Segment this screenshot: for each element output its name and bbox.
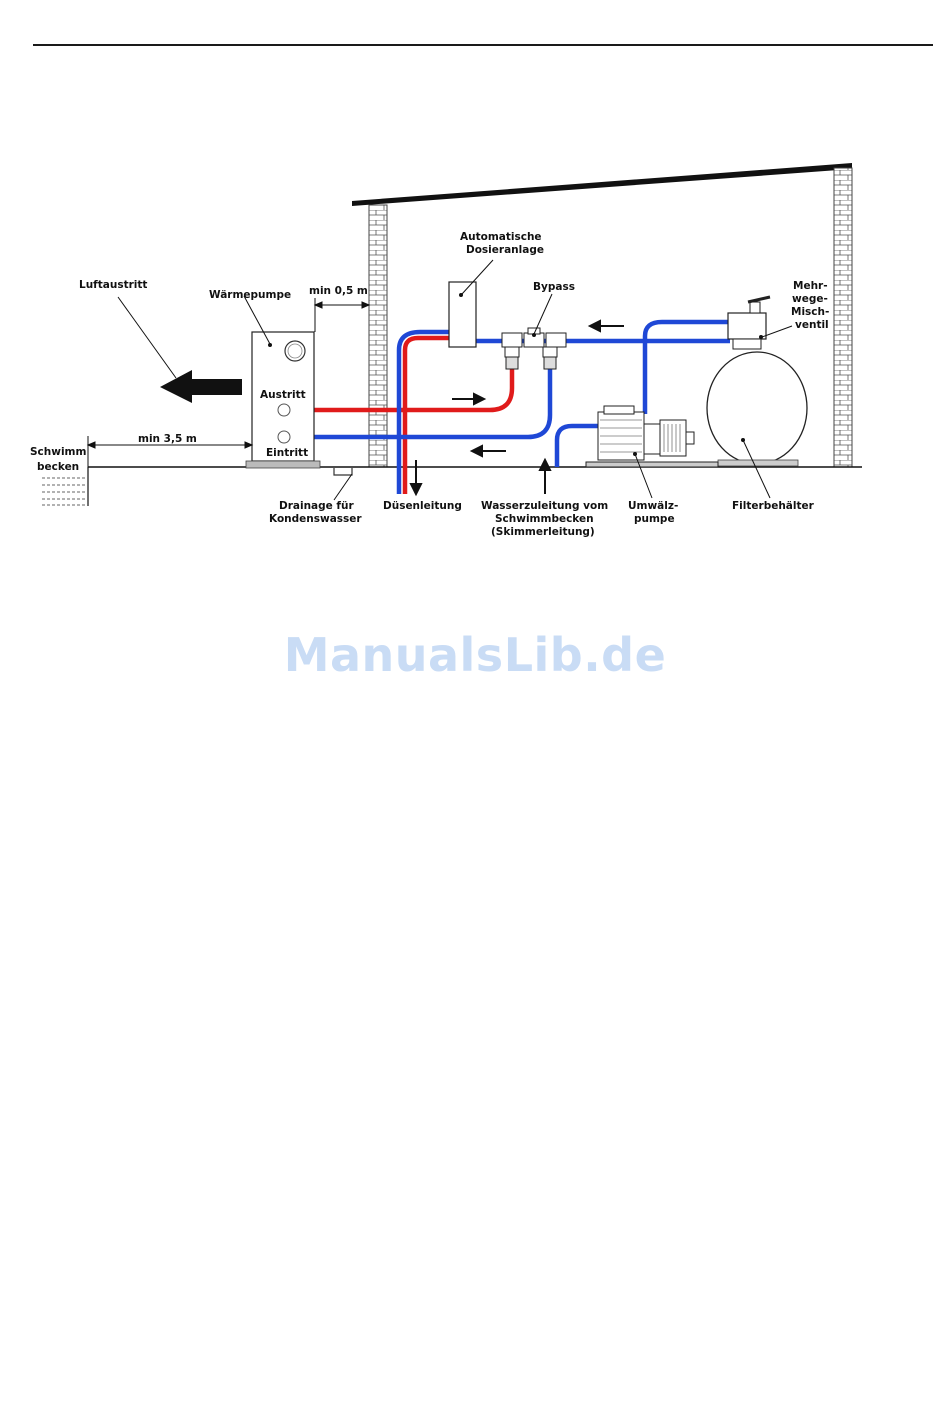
label-schwimm-1: Schwimm xyxy=(30,446,87,458)
label-dosier-1: Automatische xyxy=(460,231,542,243)
inlet-connector xyxy=(278,431,290,443)
label-dosier-2: Dosieranlage xyxy=(466,244,544,256)
label-mehrwege-4: ventil xyxy=(795,319,829,331)
outlet-connector xyxy=(278,404,290,416)
dosing-unit xyxy=(449,282,476,347)
label-wasser-3: (Skimmerleitung) xyxy=(491,526,595,538)
label-mehrwege-2: wege- xyxy=(792,293,828,305)
leader-dosier xyxy=(462,260,493,294)
label-min-05: min 0,5 m xyxy=(309,285,368,297)
label-luftaustritt: Luftaustritt xyxy=(79,279,147,291)
label-waermepumpe: Wärmepumpe xyxy=(209,289,291,301)
label-schwimm-2: becken xyxy=(37,461,79,473)
label-umwaelz-2: pumpe xyxy=(634,513,675,525)
right-wall xyxy=(834,168,852,467)
label-wasser-1: Wasserzuleitung vom xyxy=(481,500,608,512)
label-drainage-1: Drainage für xyxy=(279,500,354,512)
label-duesen: Düsenleitung xyxy=(383,500,462,512)
air-exit-arrow-icon xyxy=(160,370,242,403)
circulation-pump xyxy=(586,406,718,467)
label-mehrwege-1: Mehr- xyxy=(793,280,828,292)
heat-pump-installation-diagram: Luftaustritt Wärmepumpe min 0,5 m Automa… xyxy=(0,150,950,560)
label-eintritt: Eintritt xyxy=(266,447,308,459)
leader-luftaustritt xyxy=(118,297,176,378)
label-wasser-2: Schwimmbecken xyxy=(495,513,594,525)
label-min-35: min 3,5 m xyxy=(138,433,197,445)
label-mehrwege-3: Misch- xyxy=(791,306,829,318)
leader-drainage xyxy=(334,474,352,500)
roof xyxy=(352,163,852,206)
watermark: ManualsLib.de xyxy=(0,628,950,682)
label-bypass: Bypass xyxy=(533,281,575,293)
drainage-pipe xyxy=(334,468,352,475)
label-filter: Filterbehälter xyxy=(732,500,815,512)
label-austritt: Austritt xyxy=(260,389,306,401)
header-rule xyxy=(33,44,933,46)
label-umwaelz-1: Umwälz- xyxy=(628,500,678,512)
left-wall xyxy=(369,205,387,467)
leader-umwaelz xyxy=(635,454,652,498)
leader-bypass xyxy=(534,294,552,334)
label-drainage-2: Kondenswasser xyxy=(269,513,362,525)
dimension-min-05 xyxy=(315,298,369,332)
